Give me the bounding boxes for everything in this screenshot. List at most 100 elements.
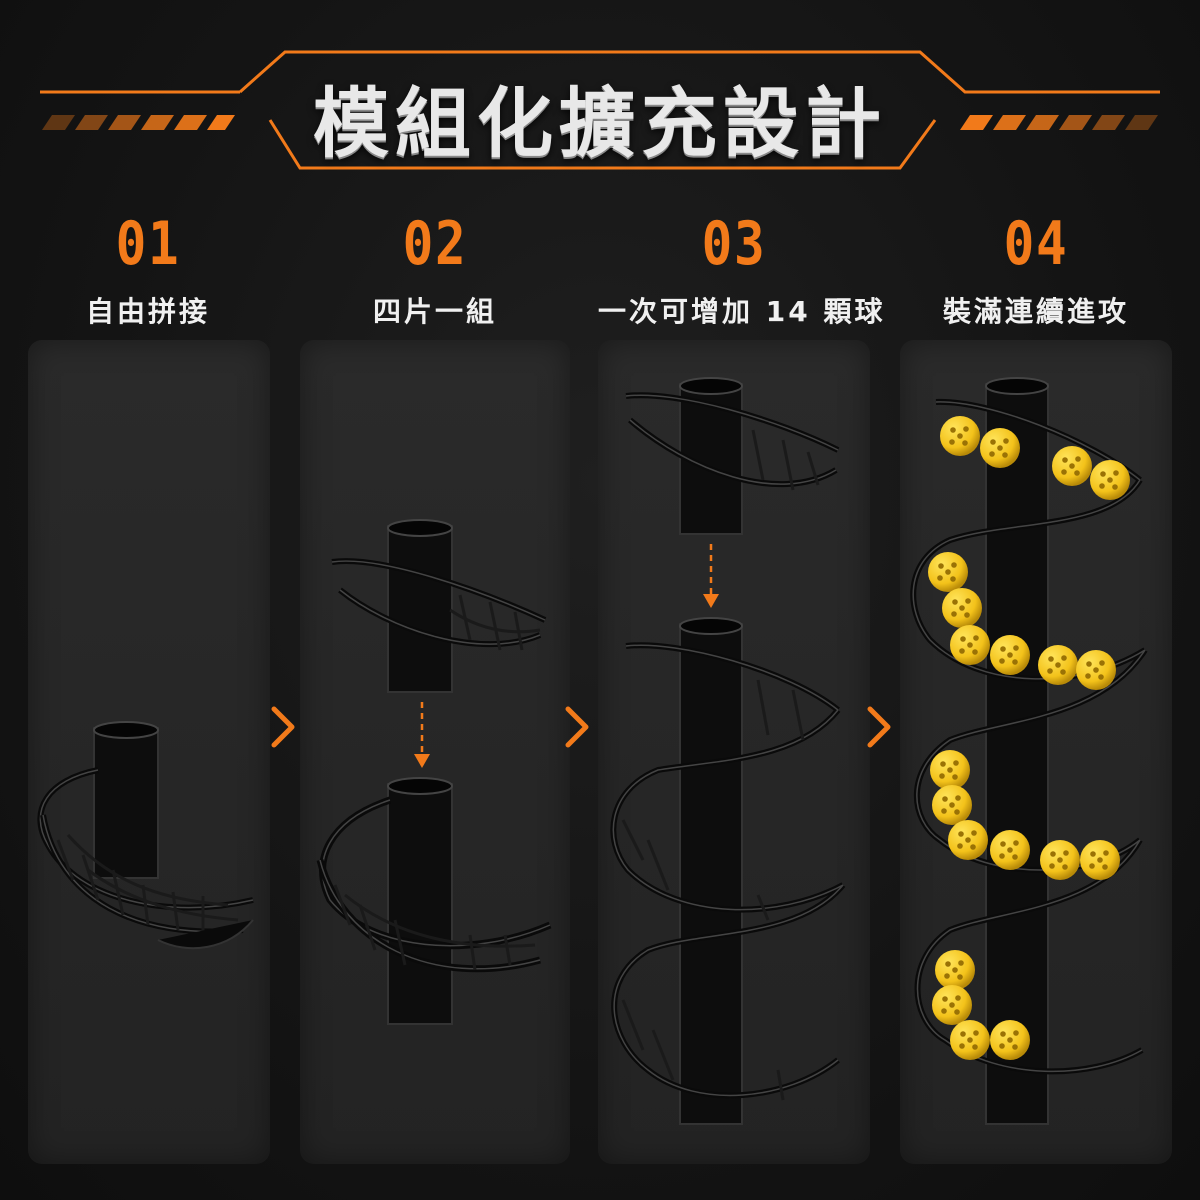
- ball-hole: [1048, 656, 1054, 662]
- ball-hole: [952, 774, 958, 780]
- ball-hole: [1000, 841, 1006, 847]
- ball-hole: [1093, 667, 1099, 673]
- header: 模組化擴充設計: [0, 0, 1200, 200]
- ball-hole: [1013, 1030, 1019, 1036]
- single-spiral-tray-image: [37, 721, 254, 950]
- ball-hole: [970, 844, 976, 850]
- ball-hole: [1007, 652, 1013, 658]
- ball-hole: [1050, 851, 1056, 857]
- step-4-number: 04: [1003, 209, 1069, 279]
- ball-hole: [951, 562, 957, 568]
- ball-hole: [1098, 674, 1104, 680]
- arrow-down-icon: [703, 594, 719, 608]
- ball-hole: [952, 967, 958, 973]
- step-2-label: 四片一組: [372, 295, 497, 328]
- step-3-label: 一次可增加 14 顆球: [598, 295, 886, 328]
- ball-hole: [950, 427, 956, 433]
- ball-hole: [959, 1043, 965, 1049]
- ball-hole: [945, 569, 951, 575]
- ball-hole: [1055, 662, 1061, 668]
- ball-hole: [1107, 477, 1113, 483]
- ball-hole: [963, 426, 969, 432]
- ball-hole: [1003, 438, 1009, 444]
- ball-hole: [953, 760, 959, 766]
- ball-hole: [989, 451, 995, 457]
- ball-hole: [1060, 669, 1066, 675]
- ball-hole: [955, 995, 961, 1001]
- ball-hole: [1047, 668, 1053, 674]
- ball-hole: [1100, 471, 1106, 477]
- ball-hole: [949, 1002, 955, 1008]
- ball-hole: [1007, 847, 1013, 853]
- ball-hole: [1000, 646, 1006, 652]
- ball-hole: [1062, 864, 1068, 870]
- ball-hole: [1007, 1037, 1013, 1043]
- ball-hole: [959, 648, 965, 654]
- ball-hole: [954, 809, 960, 815]
- yellow-balls: [928, 416, 1130, 1060]
- chevron-right-icon: [271, 706, 295, 748]
- ball-hole: [1112, 484, 1118, 490]
- ball-hole: [944, 973, 950, 979]
- ball-hole: [1089, 863, 1095, 869]
- ball-hole: [1099, 483, 1105, 489]
- step-2-panel: [300, 340, 570, 1164]
- ball-hole: [1097, 857, 1103, 863]
- ball-hole: [1049, 863, 1055, 869]
- ball-hole: [941, 1008, 947, 1014]
- ball-hole: [959, 605, 965, 611]
- ball-hole: [1099, 660, 1105, 666]
- ball-hole: [954, 1009, 960, 1015]
- step-4-header: 04 裝滿連續進攻: [900, 212, 1172, 330]
- ball-hole: [967, 1037, 973, 1043]
- ball-hole: [952, 599, 958, 605]
- ball-hole: [965, 837, 971, 843]
- ball-hole: [973, 635, 979, 641]
- step-3-number: 03: [701, 209, 767, 279]
- ball-hole: [951, 611, 957, 617]
- ball-hole: [1013, 645, 1019, 651]
- chevron-right-icon: [867, 706, 891, 748]
- ball-hole: [945, 961, 951, 967]
- two-spiral-trays-image: [316, 519, 552, 1025]
- ball-hole: [940, 761, 946, 767]
- ball-hole: [957, 843, 963, 849]
- ball-hole: [1002, 452, 1008, 458]
- left-hazard-stripes: [42, 115, 235, 130]
- ball-hole: [1086, 661, 1092, 667]
- page-title: 模組化擴充設計: [313, 79, 887, 168]
- ball-hole: [971, 830, 977, 836]
- ball-hole: [967, 642, 973, 648]
- ball-hole: [999, 1043, 1005, 1049]
- title-frame: [40, 50, 1160, 170]
- ball-hole: [1012, 854, 1018, 860]
- ball-hole: [1113, 470, 1119, 476]
- ball-hole: [957, 433, 963, 439]
- stacked-spiral-trays-image: [610, 377, 846, 1125]
- ball-hole: [960, 636, 966, 642]
- ball-hole: [957, 974, 963, 980]
- ball-hole: [1074, 470, 1080, 476]
- step-4-label: 裝滿連續進攻: [942, 295, 1129, 328]
- ball-hole: [1103, 850, 1109, 856]
- ball-hole: [1062, 457, 1068, 463]
- step-2-number: 02: [402, 209, 468, 279]
- ball-hole: [972, 649, 978, 655]
- ball-hole: [997, 445, 1003, 451]
- ball-hole: [941, 808, 947, 814]
- ball-hole: [955, 795, 961, 801]
- step-1-panel: [28, 340, 270, 1164]
- ball-hole: [972, 1044, 978, 1050]
- ball-hole: [949, 802, 955, 808]
- arrow-down-icon: [414, 754, 430, 768]
- ball-hole: [939, 773, 945, 779]
- right-hazard-stripes: [960, 115, 1158, 130]
- ball-hole: [1061, 655, 1067, 661]
- ball-hole: [1069, 463, 1075, 469]
- ball-hole: [1085, 673, 1091, 679]
- ball-hole: [1012, 659, 1018, 665]
- ball-hole: [1102, 864, 1108, 870]
- step-1-number: 01: [115, 209, 181, 279]
- ball-hole: [990, 439, 996, 445]
- step-1-header: 01 自由拼接: [28, 212, 268, 330]
